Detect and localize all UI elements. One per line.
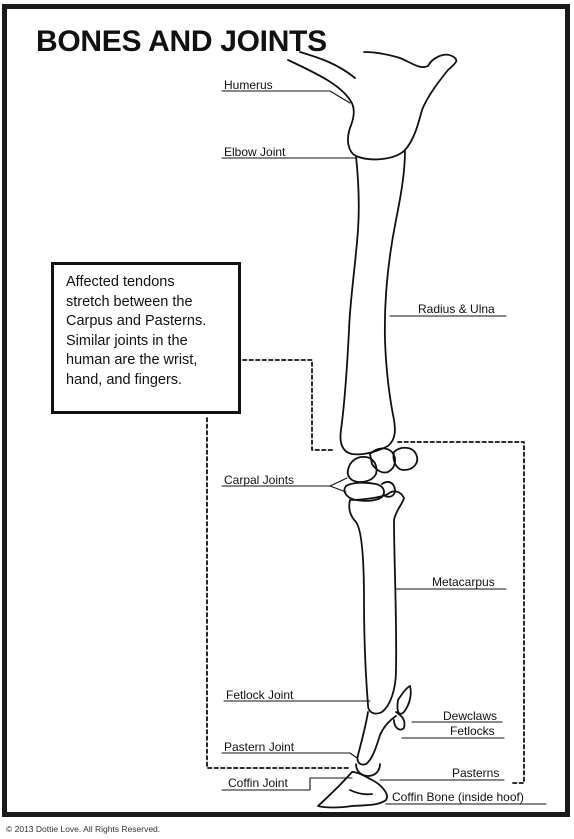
label-fetlocks: Fetlocks — [450, 724, 495, 738]
label-fetlock-joint: Fetlock Joint — [226, 688, 293, 702]
pastern-bones — [356, 712, 396, 776]
info-line: Similar joints in the — [66, 332, 228, 352]
label-dewclaws: Dewclaws — [443, 709, 497, 723]
humerus-bone — [288, 52, 456, 159]
info-line: Affected tendons — [66, 273, 228, 293]
label-pasterns: Pasterns — [452, 766, 499, 780]
metacarpus-bone — [349, 491, 404, 713]
dewclaw-bones — [394, 686, 411, 730]
info-box: Affected tendons stretch between the Car… — [51, 262, 241, 414]
label-carpal-joints: Carpal Joints — [224, 473, 294, 487]
info-line: human are the wrist, — [66, 351, 228, 371]
label-coffin-joint: Coffin Joint — [228, 776, 288, 790]
info-line: hand, and fingers. — [66, 371, 228, 391]
copyright-notice: © 2013 Dottie Love. All Rights Reserved. — [6, 824, 160, 834]
label-pastern-joint: Pastern Joint — [224, 740, 294, 754]
carpal-bones — [344, 448, 417, 501]
info-line: Carpus and Pasterns. — [66, 312, 228, 332]
label-metacarpus: Metacarpus — [432, 575, 495, 589]
label-coffin-bone: Coffin Bone (inside hoof) — [392, 790, 524, 804]
label-radius-ulna: Radius & Ulna — [418, 302, 495, 316]
page-title: BONES AND JOINTS — [36, 25, 327, 59]
label-humerus: Humerus — [224, 78, 273, 92]
radius-ulna-bone — [340, 150, 405, 454]
label-elbow-joint: Elbow Joint — [224, 145, 285, 159]
coffin-bone — [318, 772, 387, 808]
info-line: stretch between the — [66, 293, 228, 313]
